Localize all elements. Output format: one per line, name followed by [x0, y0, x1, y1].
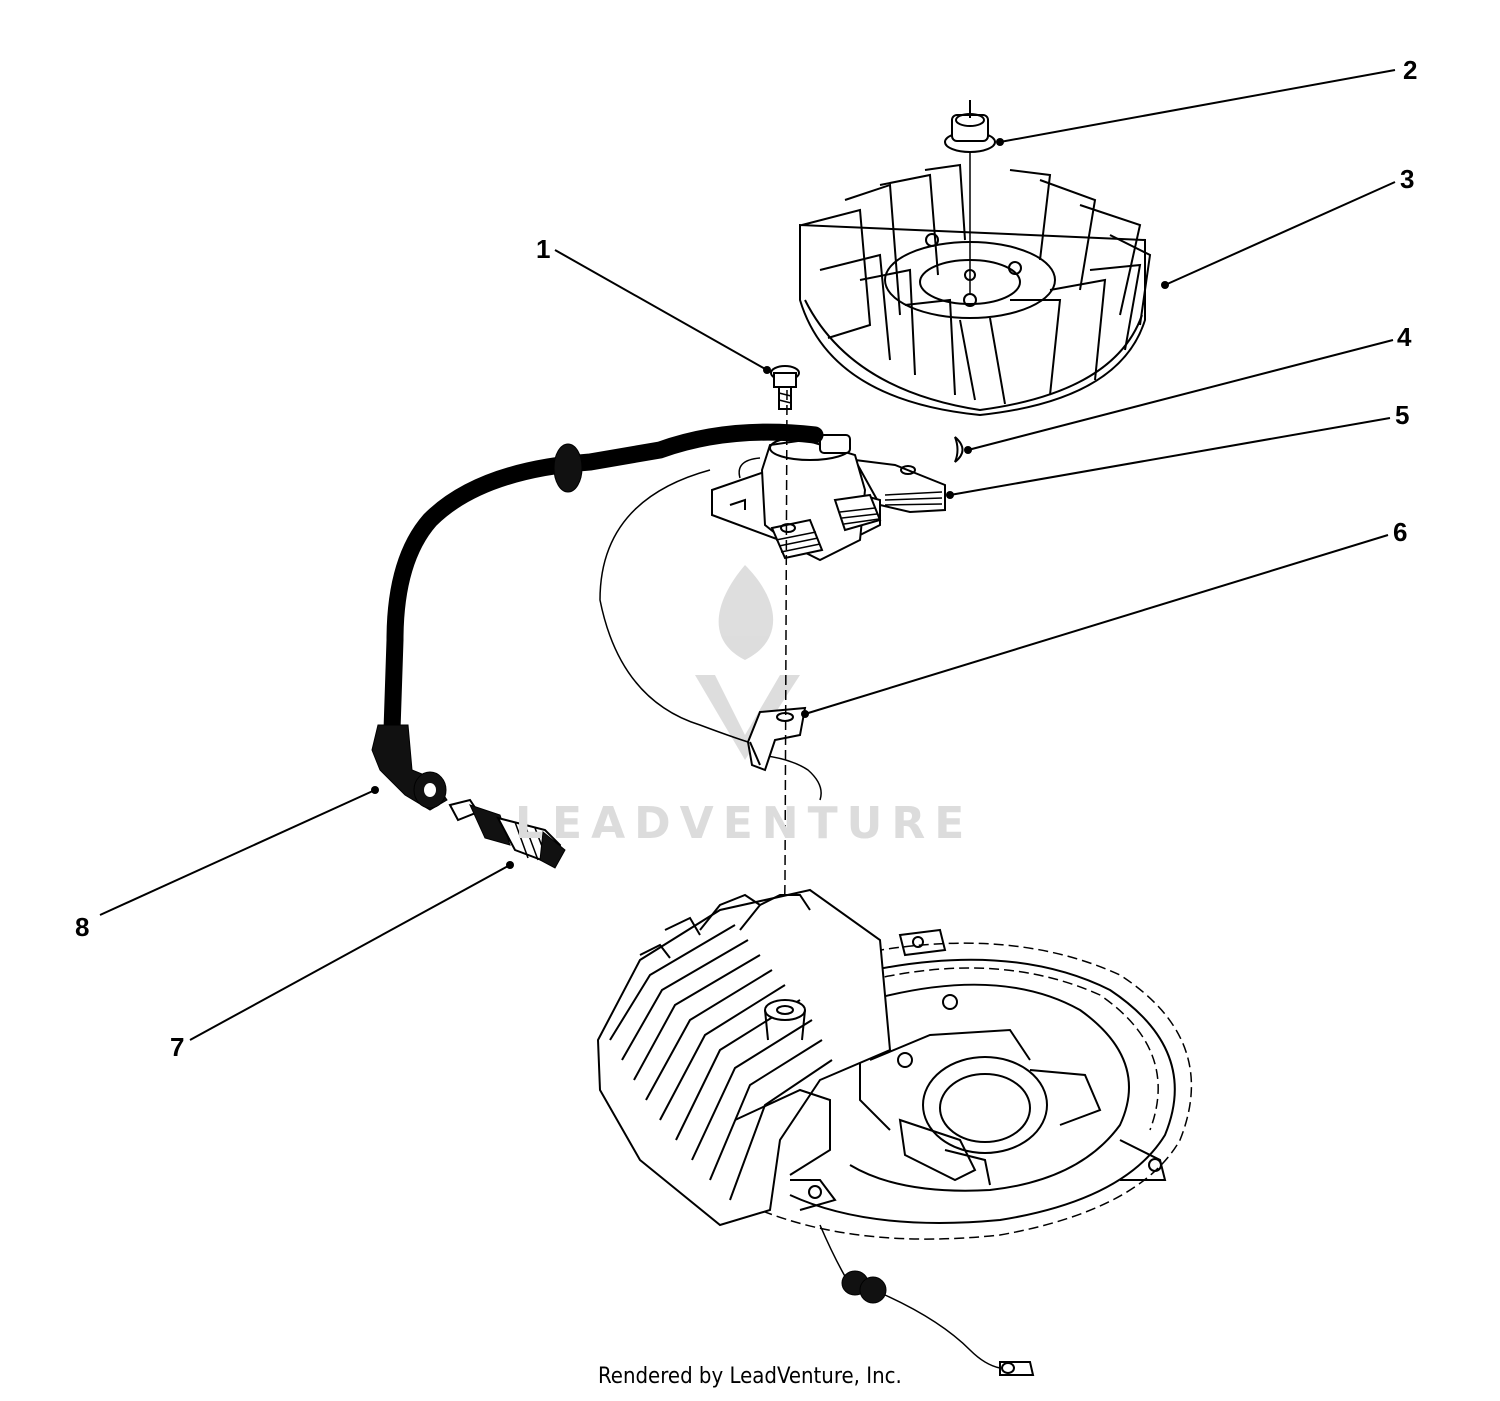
ground-wire — [599, 469, 759, 746]
ground-wire-end — [757, 754, 822, 801]
stop-wire — [819, 1224, 1035, 1376]
callout-5: 5 — [1395, 400, 1410, 430]
callout-2: 2 — [1403, 55, 1418, 85]
leader-lines — [99, 69, 1396, 1041]
flywheel-nut — [944, 100, 996, 153]
callout-3: 3 — [1400, 164, 1415, 194]
mounting-screw — [770, 365, 800, 410]
callout-7: 7 — [170, 1032, 185, 1062]
flywheel-key — [954, 436, 964, 463]
footer-credit: Rendered by LeadVenture, Inc. — [598, 1364, 902, 1389]
ignition-module — [711, 434, 946, 562]
engine-block — [596, 888, 1193, 1240]
spark-plug-lead — [383, 423, 824, 739]
flywheel — [799, 163, 1152, 417]
callout-4: 4 — [1397, 322, 1412, 352]
spark-plug-boot — [371, 724, 448, 811]
watermark-text: LEADVENTURE — [515, 798, 974, 849]
callout-8: 8 — [75, 912, 90, 942]
watermark-logo — [695, 565, 800, 760]
callout-1: 1 — [536, 234, 551, 264]
callout-6: 6 — [1393, 517, 1408, 547]
spark-plug — [448, 798, 566, 869]
